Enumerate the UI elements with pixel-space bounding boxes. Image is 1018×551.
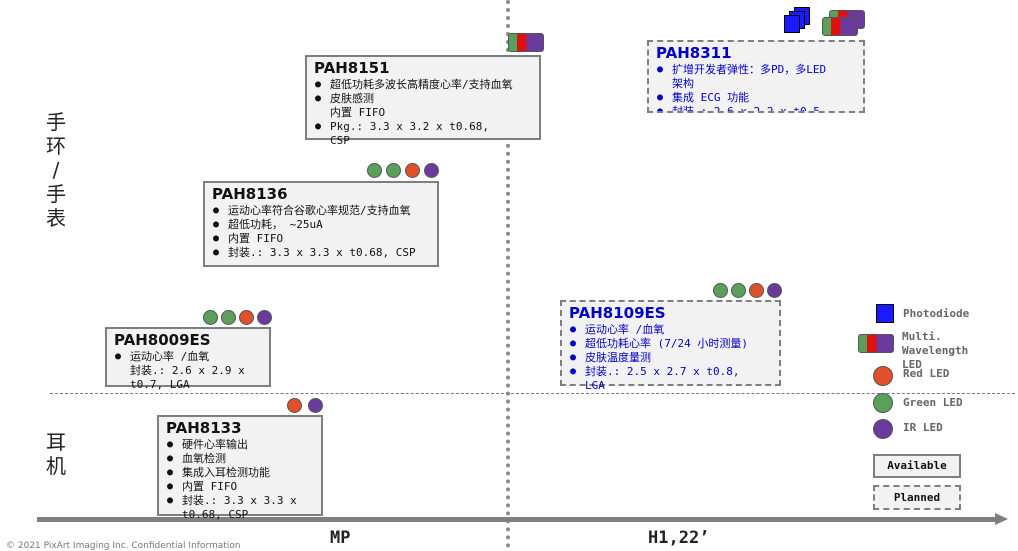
green-led-icon <box>713 283 728 298</box>
category-ear: 耳 机 <box>44 430 68 478</box>
product-feature: 皮肤温度量测 <box>569 351 772 365</box>
red-led-icon <box>405 163 420 178</box>
category-wrist-char: 环 <box>46 134 66 158</box>
multi-wavelength-led-icon <box>822 17 858 36</box>
ir-led-icon <box>308 398 323 413</box>
legend-green-led-label: Green LED <box>903 396 963 409</box>
product-feature: 内置 FIFO <box>212 232 430 246</box>
product-feature: Pkg.: 3.3 x 3.2 x t0.68, <box>314 120 532 134</box>
product-feature: 封装.: 2.5 x 2.7 x t0.8, <box>569 365 772 379</box>
product-name: PAH8136 <box>212 185 288 203</box>
axis-label-mp: MP <box>330 528 351 548</box>
legend-multi-wavelength-label: Multi. Wavelength LED <box>902 330 968 372</box>
product-feature: 封装.: 3.3 x 3.3 x t0.68, CSP <box>212 246 430 260</box>
legend-multi-line: LED <box>902 358 922 371</box>
product-feature: 超低功耗心率 (7/24 小时测量) <box>569 337 772 351</box>
category-wrist-char: 手 <box>46 182 66 206</box>
product-card-pah8136: PAH8136 运动心率符合谷歌心率规范/支持血氧 超低功耗， ~25uA 内置… <box>203 181 439 267</box>
legend-ir-led-icon <box>873 419 893 439</box>
product-feature: 运动心率 /血氧 <box>569 323 772 337</box>
product-feature: 架构 <box>672 77 694 90</box>
product-feature: 封装.: 2.6 x 2.2 x t0.5 <box>656 105 856 111</box>
legend-multi-line: Multi. <box>902 330 942 343</box>
timeline-axis <box>37 517 997 522</box>
product-feature: 扩增开发者弹性：多PD，多LED <box>656 63 856 77</box>
product-feature: 封装.: 2.6 x 2.9 x <box>130 364 245 377</box>
ir-led-icon <box>257 310 272 325</box>
product-name: PAH8311 <box>656 44 732 62</box>
product-feature: LGA <box>585 379 605 392</box>
legend-multi-wavelength-icon <box>858 334 894 353</box>
product-feature: 封装.: 3.3 x 3.3 x <box>166 494 314 508</box>
legend-multi-line: Wavelength <box>902 344 969 357</box>
green-led-icon <box>367 163 382 178</box>
category-wrist: 手 环 / 手 表 <box>44 110 68 230</box>
multi-wavelength-led-icon <box>508 33 544 52</box>
product-card-pah8109es: PAH8109ES 运动心率 /血氧 超低功耗心率 (7/24 小时测量) 皮肤… <box>560 300 781 392</box>
product-name: PAH8133 <box>166 419 242 437</box>
green-led-icon <box>221 310 236 325</box>
category-wrist-char: 手 <box>46 110 66 134</box>
red-led-icon <box>239 310 254 325</box>
product-feature: 集成 ECG 功能 <box>656 91 856 105</box>
product-feature: 硬件心率输出 <box>166 438 314 452</box>
product-feature: t0.7, LGA <box>130 378 190 391</box>
product-feature: 皮肤感测 <box>314 92 532 106</box>
category-ear-char: 机 <box>46 454 66 478</box>
category-divider <box>50 393 1015 394</box>
product-card-pah8311: PAH8311 扩增开发者弹性：多PD，多LED 架构 集成 ECG 功能 封装… <box>647 40 865 113</box>
legend-red-led-label: Red LED <box>903 367 950 380</box>
timeline-arrow-icon <box>995 513 1008 525</box>
legend-photodiode-icon <box>876 304 894 323</box>
green-led-icon <box>731 283 746 298</box>
footer-text: © 2021 PixArt Imaging Inc. Confidential … <box>6 541 241 551</box>
product-feature: 运动心率 /血氧 <box>114 350 262 364</box>
ir-led-icon <box>767 283 782 298</box>
product-feature: 超低功耗多波长高精度心率/支持血氧 <box>314 78 532 92</box>
legend-red-led-icon <box>873 366 893 386</box>
product-card-pah8009es: PAH8009ES 运动心率 /血氧 封装.: 2.6 x 2.9 x t0.7… <box>105 327 271 391</box>
category-ear-char: 耳 <box>46 430 66 454</box>
photodiode-icon <box>784 15 800 33</box>
product-name: PAH8151 <box>314 59 390 77</box>
legend-ir-led-label: IR LED <box>903 421 943 434</box>
product-feature: 血氧检测 <box>166 452 314 466</box>
product-feature: CSP <box>330 134 350 147</box>
product-name: PAH8109ES <box>569 304 666 322</box>
red-led-icon <box>287 398 302 413</box>
product-name: PAH8009ES <box>114 331 211 349</box>
product-feature: 内置 FIFO <box>166 480 314 494</box>
product-card-pah8133: PAH8133 硬件心率输出 血氧检测 集成入耳检测功能 内置 FIFO 封装.… <box>157 415 323 521</box>
product-feature: 运动心率符合谷歌心率规范/支持血氧 <box>212 204 430 218</box>
legend-available-box: Available <box>873 454 961 478</box>
product-card-pah8151: PAH8151 超低功耗多波长高精度心率/支持血氧 皮肤感测 内置 FIFO P… <box>305 55 541 147</box>
ir-led-icon <box>424 163 439 178</box>
legend-planned-box: Planned <box>873 485 961 510</box>
product-feature: t0.68, CSP <box>182 508 249 521</box>
legend-photodiode-label: Photodiode <box>903 307 970 320</box>
product-feature: 超低功耗， ~25uA <box>212 218 430 232</box>
product-feature: 内置 FIFO <box>330 106 386 119</box>
green-led-icon <box>386 163 401 178</box>
red-led-icon <box>749 283 764 298</box>
legend-green-led-icon <box>873 393 893 413</box>
timeline-divider <box>506 0 510 548</box>
category-wrist-char: / <box>52 158 60 182</box>
product-feature: 集成入耳检测功能 <box>166 466 314 480</box>
category-wrist-char: 表 <box>46 206 66 230</box>
axis-label-future: H1,22’ <box>648 528 710 548</box>
green-led-icon <box>203 310 218 325</box>
